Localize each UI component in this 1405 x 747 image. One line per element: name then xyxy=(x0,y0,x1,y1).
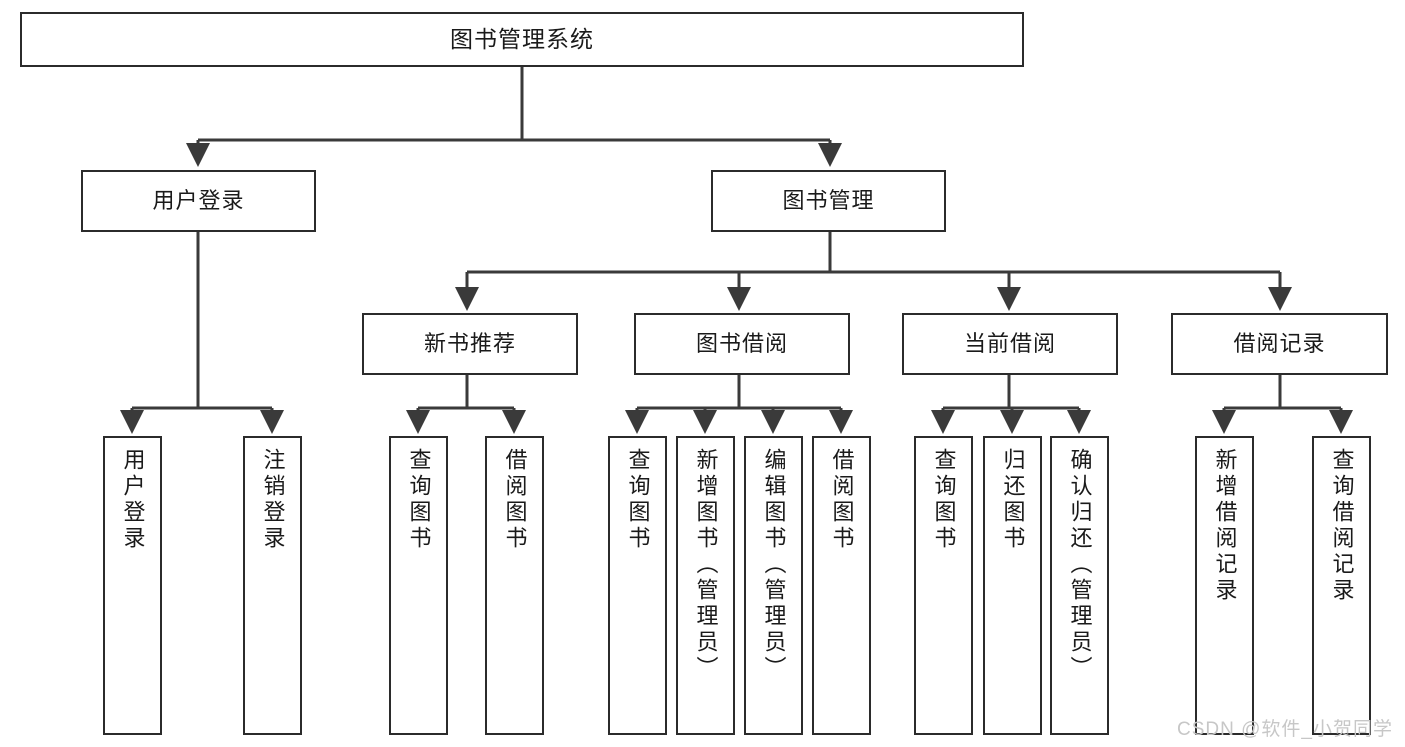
node-root-system[interactable]: 图书管理系统 xyxy=(20,12,1024,67)
node-label: 归还图书 xyxy=(1000,448,1026,552)
node-user-login[interactable]: 用户登录 xyxy=(81,170,316,232)
node-borrow-record[interactable]: 借阅记录 xyxy=(1171,313,1388,375)
node-leaf-add-book[interactable]: 新增图书（管理员） xyxy=(676,436,735,735)
node-label: 查询图书 xyxy=(931,448,957,552)
node-leaf-borrow-book-2[interactable]: 借阅图书 xyxy=(812,436,871,735)
node-label: 新增图书（管理员） xyxy=(693,448,719,682)
node-label: 用户登录 xyxy=(152,188,245,214)
node-leaf-edit-book[interactable]: 编辑图书（管理员） xyxy=(744,436,803,735)
node-leaf-query-record[interactable]: 查询借阅记录 xyxy=(1312,436,1371,735)
node-label: 注销登录 xyxy=(260,448,286,552)
node-label: 图书管理系统 xyxy=(450,25,594,52)
node-book-manage[interactable]: 图书管理 xyxy=(711,170,946,232)
node-label: 图书管理 xyxy=(782,188,875,214)
node-label: 查询图书 xyxy=(625,448,651,552)
node-label: 新增借阅记录 xyxy=(1212,448,1238,604)
node-leaf-user-logout[interactable]: 注销登录 xyxy=(243,436,302,735)
node-label: 查询借阅记录 xyxy=(1329,448,1355,604)
node-label: 借阅记录 xyxy=(1233,331,1326,357)
node-label: 图书借阅 xyxy=(695,331,788,357)
node-label: 借阅图书 xyxy=(829,448,855,552)
node-leaf-add-record[interactable]: 新增借阅记录 xyxy=(1195,436,1254,735)
node-leaf-confirm-return[interactable]: 确认归还（管理员） xyxy=(1050,436,1109,735)
node-label: 确认归还（管理员） xyxy=(1067,448,1093,682)
node-label: 查询图书 xyxy=(406,448,432,552)
node-label: 用户登录 xyxy=(120,448,146,552)
node-leaf-return-book[interactable]: 归还图书 xyxy=(983,436,1042,735)
node-current-borrow[interactable]: 当前借阅 xyxy=(902,313,1118,375)
node-label: 借阅图书 xyxy=(502,448,528,552)
node-book-borrow[interactable]: 图书借阅 xyxy=(634,313,850,375)
node-leaf-query-book-2[interactable]: 查询图书 xyxy=(608,436,667,735)
node-leaf-query-book-1[interactable]: 查询图书 xyxy=(389,436,448,735)
node-label: 当前借阅 xyxy=(963,331,1056,357)
node-label: 新书推荐 xyxy=(423,331,516,357)
node-leaf-borrow-book-1[interactable]: 借阅图书 xyxy=(485,436,544,735)
node-label: 编辑图书（管理员） xyxy=(761,448,787,682)
node-leaf-query-book-3[interactable]: 查询图书 xyxy=(914,436,973,735)
node-leaf-user-login[interactable]: 用户登录 xyxy=(103,436,162,735)
watermark-text: CSDN @软件_小贺同学 xyxy=(1177,719,1393,740)
node-new-book-rec[interactable]: 新书推荐 xyxy=(362,313,578,375)
